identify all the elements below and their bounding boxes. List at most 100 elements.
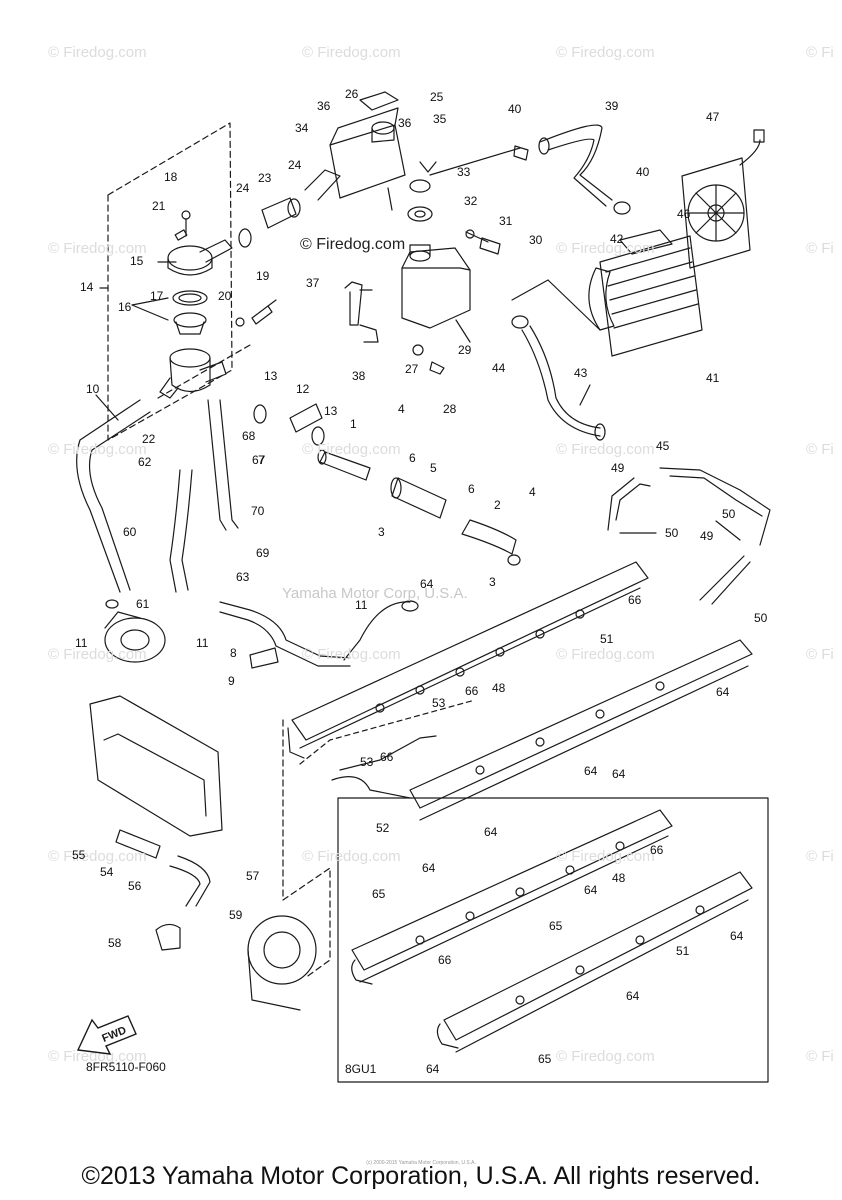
watermark-row6-edge: © Fi <box>806 1048 834 1065</box>
callout: 11 <box>355 598 368 612</box>
watermark-row6-left: © Firedog.com <box>48 1048 147 1065</box>
yamaha-watermark: Yamaha Motor Corp, U.S.A. <box>282 585 468 602</box>
callout: 49 <box>700 529 714 543</box>
callout: 21 <box>152 199 166 213</box>
callout: 17 <box>150 289 164 303</box>
watermark-row2-right: © Firedog.com <box>556 240 655 257</box>
copyright-notice: ©2013 Yamaha Motor Corporation, U.S.A. A… <box>81 1162 761 1190</box>
callout: 48 <box>492 681 506 695</box>
callout: 32 <box>464 194 478 208</box>
callout: 7 <box>258 453 265 467</box>
callout: 12 <box>296 382 310 396</box>
callout: 64 <box>426 1062 440 1076</box>
rail-48 <box>287 561 649 759</box>
watermark-row4-mid: © Firedog.com <box>302 646 401 663</box>
callout: 36 <box>398 116 412 130</box>
callout: 27 <box>405 362 419 376</box>
radiator <box>588 229 703 357</box>
callout: 38 <box>352 369 366 383</box>
firedog-label: © Firedog.com <box>300 236 406 253</box>
watermark-row4-edge: © Fi <box>806 646 834 663</box>
callout: 46 <box>677 207 691 221</box>
cooling-fan <box>681 129 765 269</box>
callout: 62 <box>138 455 152 469</box>
parts-diagram: © Firedog.com © Firedog.com © Firedog.co… <box>48 44 834 1083</box>
callout: 64 <box>584 764 598 778</box>
callout: 66 <box>465 684 479 698</box>
callout: 42 <box>610 232 624 246</box>
callout: 45 <box>656 439 670 453</box>
callout: 10 <box>86 382 100 396</box>
watermark-top-mid-right: © Firedog.com <box>556 44 655 61</box>
water-pump <box>104 611 166 663</box>
callout: 64 <box>612 767 626 781</box>
watermark-row5-mid: © Firedog.com <box>302 848 401 865</box>
callout: 48 <box>612 871 626 885</box>
callout: 66 <box>438 953 452 967</box>
sub-tank <box>401 244 471 329</box>
callout: 30 <box>529 233 543 247</box>
callout: 8 <box>230 646 237 660</box>
callout: 31 <box>499 214 513 228</box>
watermark-row6-right: © Firedog.com <box>556 1048 655 1065</box>
callout: 60 <box>123 525 137 539</box>
callout: 35 <box>433 112 447 126</box>
callout: 33 <box>457 165 471 179</box>
callout: 65 <box>549 919 563 933</box>
watermark-row3-edge: © Fi <box>806 441 834 458</box>
diagram-drawing <box>76 91 771 1083</box>
callout: 1 <box>350 417 357 431</box>
callout: 69 <box>256 546 270 560</box>
callout: 13 <box>324 404 338 418</box>
callout: 66 <box>650 843 664 857</box>
watermark-row5-right: © Firedog.com <box>556 848 655 865</box>
callout: 14 <box>80 280 94 294</box>
callout: 64 <box>420 577 434 591</box>
callout: 39 <box>605 99 619 113</box>
callout: 15 <box>130 254 144 268</box>
callout: 53 <box>432 696 446 710</box>
callout: 11 <box>196 636 209 650</box>
callout: 6 <box>468 482 475 496</box>
callout: 9 <box>228 674 235 688</box>
thermostat-housing <box>159 348 227 399</box>
watermark-row5-left: © Firedog.com <box>48 848 147 865</box>
callout: 65 <box>538 1052 552 1066</box>
callout: 49 <box>611 461 625 475</box>
callout: 29 <box>458 343 472 357</box>
fine-print: (c) 2000-2015 Yamaha Motor Corporation, … <box>366 1160 476 1166</box>
callout: 47 <box>706 110 720 124</box>
callout: 23 <box>258 171 272 185</box>
callout: 22 <box>142 432 156 446</box>
callout: 3 <box>378 525 385 539</box>
callout: 57 <box>246 869 260 883</box>
watermark-row2-edge: © Fi <box>806 240 834 257</box>
callout: 5 <box>430 461 437 475</box>
callout: 19 <box>256 269 270 283</box>
pump-housing <box>247 915 317 1011</box>
callout: 34 <box>295 121 309 135</box>
thermostat-cover <box>167 210 233 276</box>
callout: 13 <box>264 369 278 383</box>
watermark-row3-left: © Firedog.com <box>48 441 147 458</box>
callout: 64 <box>626 989 640 1003</box>
callout: 51 <box>676 944 690 958</box>
rail-48-variant <box>351 809 673 983</box>
callout: 11 <box>75 636 88 650</box>
callout: 41 <box>706 371 720 385</box>
watermark-row4-left: © Firedog.com <box>48 646 147 663</box>
callout: 37 <box>306 276 320 290</box>
callout: 2 <box>494 498 501 512</box>
callout: 64 <box>484 825 498 839</box>
callout: 53 <box>360 755 374 769</box>
model-code: 8FR5110-F060 <box>86 1060 166 1074</box>
callout: 25 <box>430 90 444 104</box>
variant-label: 8GU1 <box>345 1062 377 1076</box>
watermark-top-right: © Fi <box>806 44 834 61</box>
callout: 24 <box>236 181 250 195</box>
callout: 64 <box>716 685 730 699</box>
callout: 50 <box>665 526 679 540</box>
watermark-row3-right: © Firedog.com <box>556 441 655 458</box>
watermark-row5-edge: © Fi <box>806 848 834 865</box>
callout: 68 <box>242 429 256 443</box>
